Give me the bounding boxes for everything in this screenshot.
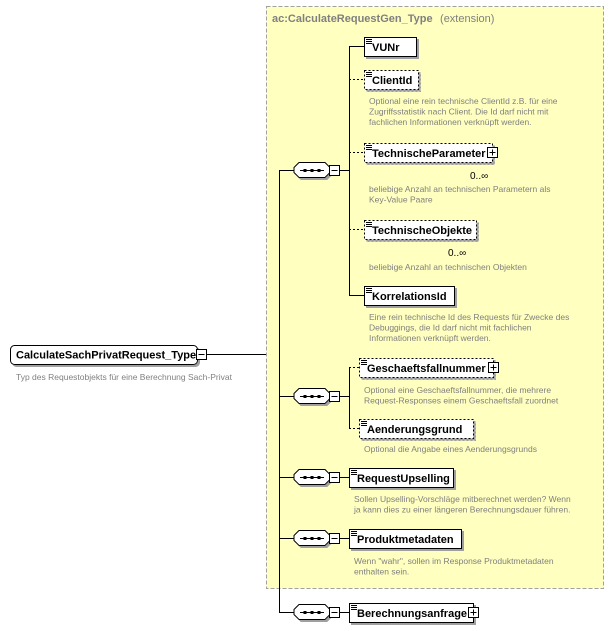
extension-title: ac:CalculateRequestGen_Type (extension) — [272, 9, 494, 26]
element-doc: beliebige Anzahl an technischen Paramete… — [369, 184, 550, 205]
root-type-node[interactable]: CalculateSachPrivatRequest_Type — [10, 345, 207, 365]
sequence-compositors — [293, 162, 340, 620]
element-name: ClientId — [372, 75, 412, 87]
element-name: Produktmetadaten — [357, 534, 454, 546]
root-type-name: CalculateSachPrivatRequest_Type — [16, 350, 196, 362]
collapse-toggle-icon[interactable] — [329, 165, 340, 176]
element-vunr[interactable]: VUNr — [364, 37, 417, 57]
expand-toggle-icon[interactable] — [468, 607, 479, 618]
element-aenderungsgrund[interactable]: Aenderungsgrund — [359, 419, 474, 439]
element-type-icon — [361, 360, 367, 365]
connector-lines — [206, 46, 364, 613]
element-type-icon — [366, 145, 372, 150]
element-type-icon — [366, 288, 372, 293]
element-doc: beliebige Anzahl an technischen Objekten — [369, 262, 527, 272]
element-korrelationsid[interactable]: KorrelationsId — [364, 286, 455, 306]
element-doc: Sollen Upselling-Vorschläge mitberechnet… — [353, 494, 571, 515]
sequence-compositor-1[interactable] — [293, 162, 340, 178]
element-name: Aenderungsgrund — [367, 424, 462, 436]
element-type-icon — [361, 421, 367, 426]
element-clientid[interactable]: ClientId — [364, 70, 419, 90]
collapse-toggle-icon[interactable] — [329, 533, 340, 544]
element-technischeparameter[interactable]: TechnischeParameter — [364, 143, 498, 163]
element-type-icon — [351, 470, 357, 475]
element-doc: Eine rein technische Id des Requests für… — [369, 312, 569, 343]
expand-toggle-icon[interactable] — [487, 147, 498, 158]
sequence-compositor-4[interactable] — [293, 530, 340, 546]
element-type-icon — [351, 605, 357, 610]
collapse-toggle-icon[interactable] — [329, 391, 340, 402]
element-doc: Optional die Angabe eines Aenderungsgrun… — [364, 444, 537, 454]
element-name: Berechnungsanfrage — [357, 608, 467, 620]
collapse-toggle-icon[interactable] — [329, 472, 340, 483]
sequence-compositor-5[interactable] — [293, 604, 340, 620]
element-requestupselling[interactable]: RequestUpselling — [349, 468, 454, 488]
element-berechnungsanfrage[interactable]: Berechnungsanfrage — [349, 603, 479, 623]
element-technischeobjekte[interactable]: TechnischeObjekte — [364, 220, 477, 240]
element-doc: Optional eine rein technische ClientId z… — [369, 96, 558, 127]
element-name: TechnischeObjekte — [372, 225, 472, 237]
element-produktmetadaten[interactable]: Produktmetadaten — [349, 529, 462, 549]
expand-toggle-icon[interactable] — [488, 362, 499, 373]
element-geschaeftsfallnummer[interactable]: Geschaeftsfallnummer — [359, 358, 499, 378]
element-name: VUNr — [372, 42, 400, 54]
element-type-icon — [366, 39, 372, 44]
element-type-icon — [366, 222, 372, 227]
element-doc: Optional eine Geschaeftsfallnummer, die … — [364, 385, 559, 406]
element-name: KorrelationsId — [372, 291, 447, 303]
optional-connector-lines — [349, 79, 364, 429]
element-type-icon — [351, 531, 357, 536]
multiplicity-label: 0..∞ — [470, 171, 488, 182]
collapse-toggle-icon[interactable] — [329, 607, 340, 618]
sequence-compositor-3[interactable] — [293, 469, 340, 485]
multiplicity-label: 0..∞ — [448, 248, 466, 259]
sequence-compositor-2[interactable] — [293, 388, 340, 404]
element-name: TechnischeParameter — [372, 148, 486, 160]
element-type-icon — [366, 72, 372, 77]
element-name: RequestUpselling — [357, 473, 450, 485]
element-name: Geschaeftsfallnummer — [367, 363, 486, 375]
collapse-toggle-icon[interactable] — [196, 349, 207, 360]
root-type-doc: Typ des Requestobjekts für eine Berechnu… — [16, 372, 233, 382]
element-doc: Wenn "wahr", sollen im Response Produktm… — [354, 556, 554, 577]
